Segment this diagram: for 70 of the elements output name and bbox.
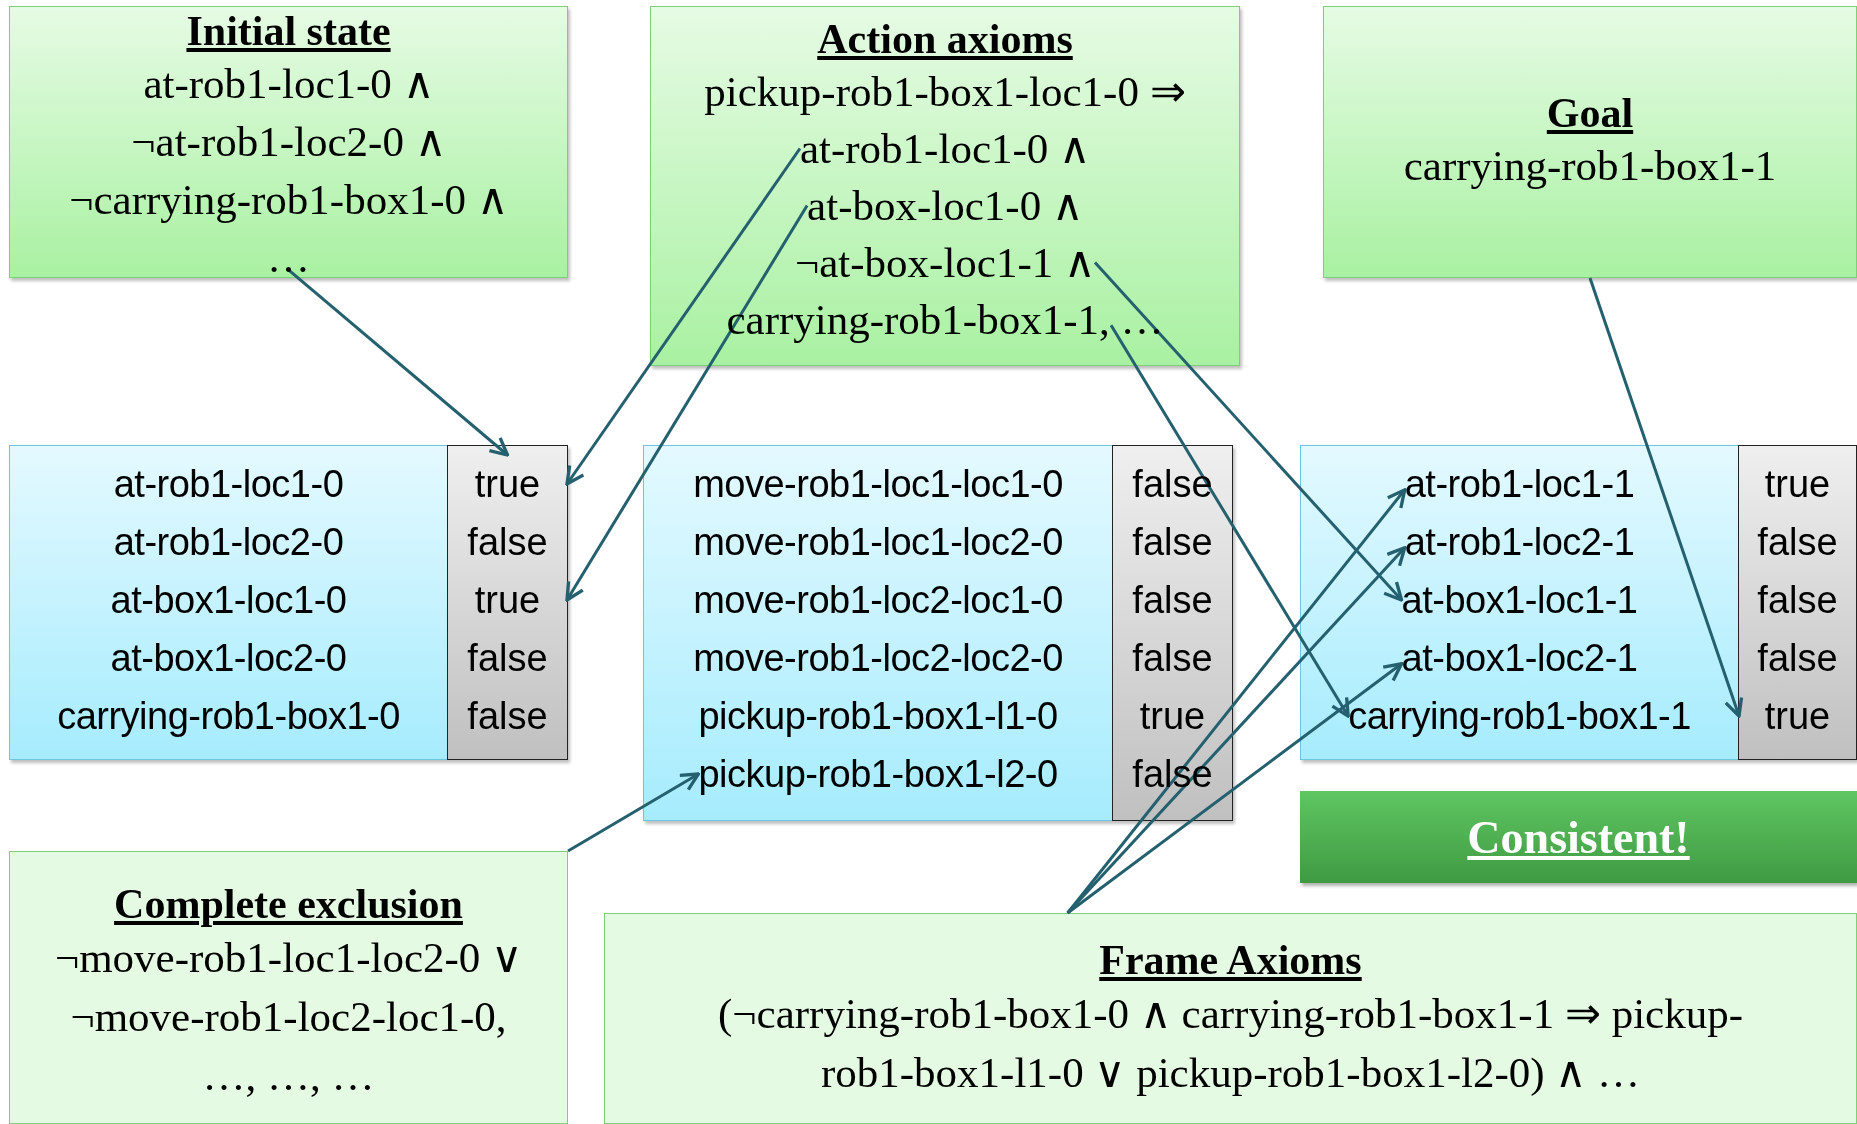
value-column [1112,445,1233,821]
formula-line: pickup-rob1-box1-loc1-0 ⇒ [704,67,1186,117]
truth-value: true [1113,687,1232,745]
arrow [1588,277,1744,718]
value-column [1738,445,1857,760]
variable-name: at-box1-loc1-0 [110,571,347,629]
truth-value: false [448,629,567,687]
box-title: Frame Axioms [1099,936,1362,984]
truth-value: false [1113,455,1232,513]
variable-name: carrying-rob1-box1-0 [57,687,400,745]
truth-value: false [1113,571,1232,629]
formula-line: at-rob1-loc1-0 ∧ [143,59,434,109]
variable-name: move-rob1-loc1-loc2-0 [693,513,1063,571]
variable-name: at-rob1-loc1-1 [1404,455,1635,513]
formula-line: ¬at-rob1-loc2-0 ∧ [131,117,446,167]
variable-name: move-rob1-loc2-loc1-0 [693,571,1063,629]
text-box [604,913,1857,1124]
arrow [565,204,809,602]
formula-line: ¬carrying-rob1-box1-0 ∧ [69,175,508,225]
truth-value: false [1739,513,1856,571]
formula-line: carrying-rob1-box1-1 [1403,141,1777,191]
truth-value: true [448,455,567,513]
truth-value: false [448,513,567,571]
truth-value: false [1739,629,1856,687]
result-text: Consistent! [1467,810,1690,864]
arrow [287,268,510,457]
variable-table [643,445,1233,821]
arrow [1066,662,1404,915]
variable-name: at-box1-loc1-1 [1401,571,1638,629]
box-title: Complete exclusion [114,880,463,928]
truth-value: false [1739,571,1856,629]
formula-line: …, …, … [202,1051,375,1101]
formula-line: ¬move-rob1-loc1-loc2-0 ∨ [54,933,523,983]
text-box [1323,6,1857,278]
text-box [9,6,568,278]
variable-name: move-rob1-loc2-loc2-0 [693,629,1063,687]
variable-name: carrying-rob1-box1-1 [1348,687,1691,745]
arrow [1093,261,1404,602]
formula-line: ¬at-box-loc1-1 ∧ [795,234,1095,291]
truth-value: false [1113,513,1232,571]
variable-table [1300,445,1857,760]
box-title: Action axioms [817,15,1073,63]
formula-line: … [267,233,310,283]
variable-name: move-rob1-loc1-loc1-0 [693,455,1063,513]
variable-table [9,445,568,760]
formula-line: ¬move-rob1-loc2-loc1-0, [70,992,507,1042]
variable-name: at-rob1-loc2-0 [113,513,344,571]
truth-value: true [1739,455,1856,513]
truth-value: false [1113,629,1232,687]
box-title: Initial state [186,7,391,55]
result-banner [1300,791,1857,883]
variable-name: pickup-rob1-box1-l1-0 [698,687,1058,745]
text-box [650,6,1240,366]
value-column [447,445,568,760]
variable-name: at-box1-loc2-0 [110,629,347,687]
arrow [1109,324,1350,718]
formula-line: at-rob1-loc1-0 ∧ [799,120,1091,177]
arrow [565,147,802,486]
formula-line: (¬carrying-rob1-box1-0 ∧ carrying-rob1-box1-1 ⇒ pickup-rob1-box1-l1-0 ∨ pickup-rob1-box1-l2-0) ∧ … [717,989,1744,1098]
formula-line: at-box-loc1-0 ∧ [807,177,1083,234]
variable-name: at-rob1-loc1-0 [113,455,344,513]
truth-value: true [1739,687,1856,745]
variable-name: at-rob1-loc2-1 [1404,513,1635,571]
box-title: Goal [1546,89,1634,137]
arrow [567,772,701,853]
variable-name: pickup-rob1-box1-l2-0 [698,745,1058,803]
truth-value: true [448,571,567,629]
variable-name: at-box1-loc2-1 [1401,629,1638,687]
truth-value: false [448,687,567,745]
text-box [9,851,568,1124]
